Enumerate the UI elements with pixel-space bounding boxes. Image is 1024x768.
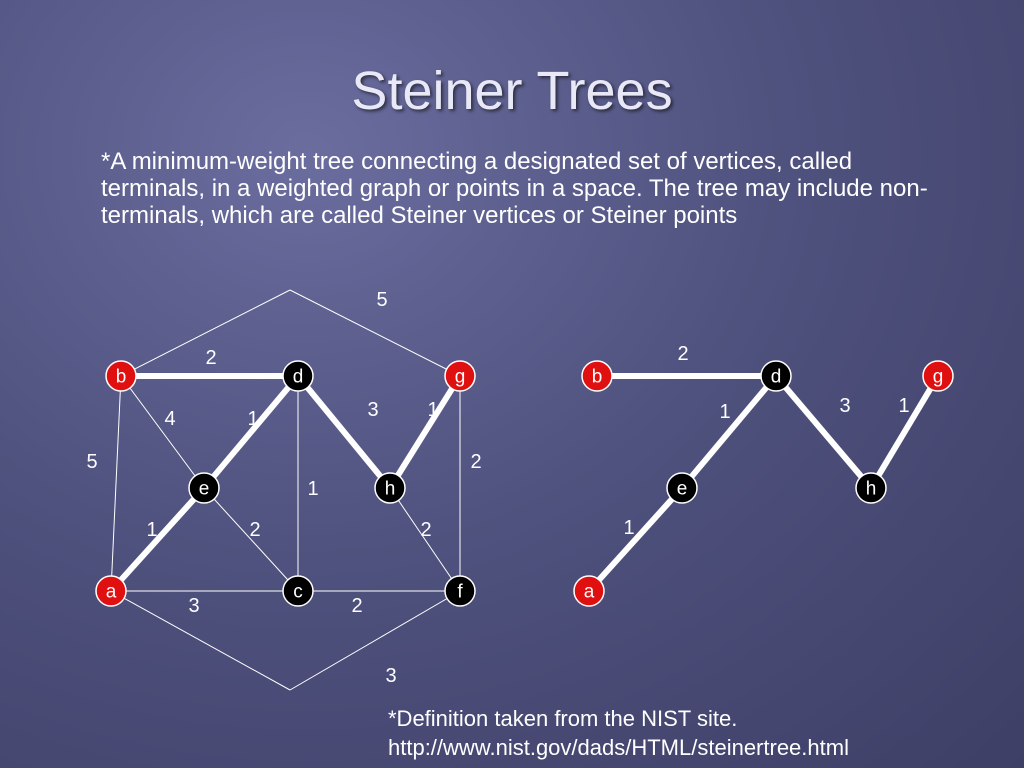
tree-edge-d-e	[679, 374, 779, 490]
graph-vertex-label-e: e	[199, 479, 210, 500]
graph-weight-a-c: 3	[188, 595, 199, 617]
graph-vertex-label-a: a	[106, 582, 117, 603]
graph-vertex-a-terminal	[95, 575, 127, 607]
graph-vertex-h-steiner	[374, 472, 406, 504]
steiner-tree-definition: *A minimum-weight tree connecting a desi…	[101, 148, 928, 229]
footnote: *Definition taken from the NIST site. ht…	[388, 704, 1008, 762]
graph-edge-h-g	[387, 374, 463, 490]
graph-vertex-label-c: c	[293, 582, 303, 603]
graph-weight-d-e: 1	[247, 408, 258, 430]
graph-weight-d-h: 3	[367, 399, 378, 421]
slide-title: Steiner Trees	[351, 61, 673, 121]
graph-vertex-e-steiner	[188, 472, 220, 504]
tree-vertex-label-e: e	[677, 479, 688, 500]
tree-weight-h-g: 1	[898, 395, 909, 417]
graph-weight-b-d: 2	[205, 347, 216, 369]
graph-edge-d-e	[201, 374, 301, 490]
graph-edge-e-c	[203, 487, 299, 592]
tree-weight-b-d: 2	[677, 343, 688, 365]
graph-edge-b-a	[110, 375, 122, 592]
graph-vertex-label-g: g	[455, 367, 466, 388]
tree-vertex-d-steiner	[760, 360, 792, 392]
graph-edge-d-h	[295, 374, 393, 490]
tree-edge-e-a	[586, 485, 685, 594]
graph-vertex-label-h: h	[385, 479, 396, 500]
tree-vertex-label-g: g	[933, 367, 944, 388]
graph-weight-e-a: 1	[146, 519, 157, 541]
graph-edge-e-a	[108, 485, 207, 594]
graph-weight-d-c: 1	[307, 478, 318, 500]
tree-edge-d-h	[773, 374, 874, 490]
tree-vertex-g-terminal	[922, 360, 954, 392]
graph-vertex-g-terminal	[444, 360, 476, 392]
graph-edge-b-e	[120, 375, 205, 489]
graph-edge-top-g	[289, 289, 461, 377]
graph-edge-b-top	[120, 289, 291, 377]
graph-weight-top-g: 5	[376, 289, 387, 311]
tree-vertex-h-steiner	[855, 472, 887, 504]
steiner-tree-graph: 2 1 1 3 1 b d g e h a	[573, 343, 954, 607]
graph-vertex-label-d: d	[293, 367, 304, 388]
tree-edge-h-g	[868, 374, 941, 490]
graph-weight-b-e: 4	[164, 408, 175, 430]
footnote-source: *Definition taken from the NIST site.	[388, 706, 738, 731]
tree-weight-d-h: 3	[839, 395, 850, 417]
tree-vertex-e-steiner	[666, 472, 698, 504]
graph-edge-a-bottom	[110, 590, 291, 691]
graph-vertex-f-steiner	[444, 575, 476, 607]
graph-weight-h-g: 1	[427, 399, 438, 421]
full-weighted-graph: 2 1 1 3 1 4 5 1 2 3 2 2 2 5 3 b d g e h a c f	[86, 289, 482, 691]
graph-vertex-d-steiner	[282, 360, 314, 392]
tree-vertex-label-a: a	[584, 582, 595, 603]
graph-weight-e-c: 2	[249, 519, 260, 541]
graph-weight-bottom-f: 3	[385, 665, 396, 687]
tree-vertex-b-terminal	[581, 360, 613, 392]
tree-vertex-a-terminal	[573, 575, 605, 607]
graph-vertex-b-terminal	[105, 360, 137, 392]
tree-vertex-label-h: h	[866, 479, 877, 500]
graph-weight-g-f: 2	[470, 451, 481, 473]
graph-weight-b-a: 5	[86, 451, 97, 473]
graph-vertex-label-f: f	[457, 582, 463, 603]
tree-weight-e-a: 1	[623, 517, 634, 539]
graph-edge-bottom-f	[289, 590, 461, 691]
graph-edge-h-f	[389, 487, 461, 592]
graph-weight-h-f: 2	[420, 519, 431, 541]
graph-vertex-label-b: b	[116, 367, 127, 388]
graph-weight-c-f: 2	[351, 595, 362, 617]
footnote-url: http://www.nist.gov/dads/HTML/steinertre…	[388, 735, 849, 760]
tree-weight-d-e: 1	[719, 401, 730, 423]
graph-vertex-c-steiner	[282, 575, 314, 607]
tree-vertex-label-d: d	[771, 367, 782, 388]
tree-vertex-label-b: b	[592, 367, 603, 388]
